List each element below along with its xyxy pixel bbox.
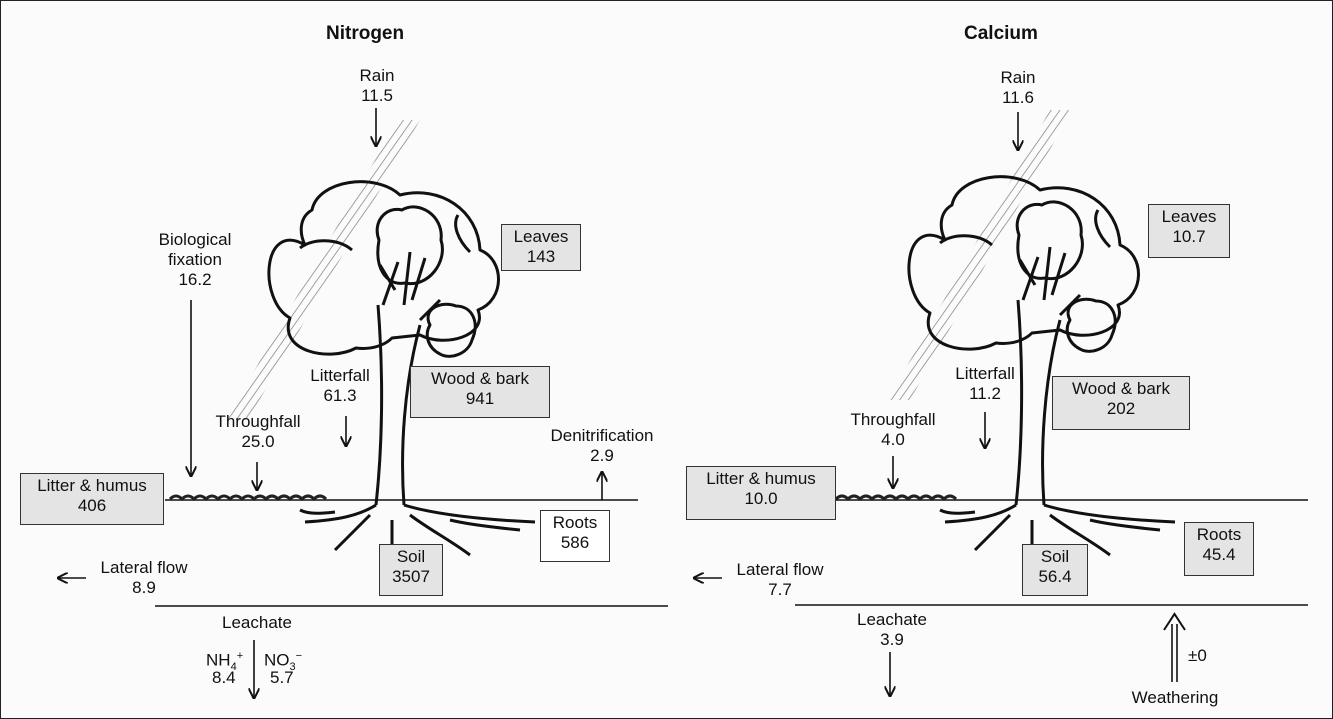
- roots-value: 586: [545, 533, 605, 553]
- nitrogen-throughfall-label: Throughfall 25.0: [198, 412, 318, 452]
- litterfall-value: 11.2: [942, 384, 1028, 404]
- calcium-weathering-value: ±0: [1188, 646, 1207, 666]
- soil-text: Soil: [384, 547, 438, 567]
- calcium-throughfall-label: Throughfall 4.0: [832, 410, 954, 450]
- litter-humus-value: 10.0: [691, 489, 831, 509]
- nitrogen-title: Nitrogen: [326, 24, 404, 44]
- leaves-text: Leaves: [506, 227, 576, 247]
- weathering-arrow: [1164, 614, 1185, 682]
- denitrification-text: Denitrification: [534, 426, 670, 446]
- leaves-text: Leaves: [1153, 207, 1225, 227]
- denitrification-value: 2.9: [534, 446, 670, 466]
- nitrogen-litter-humus-box: Litter & humus 406: [20, 473, 164, 525]
- calcium-lateral-flow-label: Lateral flow 7.7: [722, 560, 838, 600]
- wood-value: 941: [415, 389, 545, 409]
- nitrate-value: 5.7: [270, 668, 294, 688]
- throughfall-text: Throughfall: [832, 410, 954, 430]
- litterfall-text: Litterfall: [942, 364, 1028, 384]
- ammonium-base: NH: [206, 651, 231, 670]
- throughfall-value: 25.0: [198, 432, 318, 452]
- throughfall-text: Throughfall: [198, 412, 318, 432]
- soil-value: 3507: [384, 567, 438, 587]
- rain-band: [888, 110, 1072, 400]
- litter-layer: [170, 496, 326, 499]
- litterfall-text: Litterfall: [300, 366, 380, 386]
- throughfall-value: 4.0: [832, 430, 954, 450]
- soil-value: 56.4: [1027, 567, 1083, 587]
- calcium-wood-box: Wood & bark 202: [1052, 376, 1190, 430]
- nitrate-base: NO: [264, 651, 290, 670]
- nitrogen-litterfall-label: Litterfall 61.3: [300, 366, 380, 406]
- nitrogen-lateral-flow-label: Lateral flow 8.9: [88, 558, 200, 598]
- rain-value: 11.6: [992, 88, 1044, 108]
- ammonium-superscript: +: [237, 650, 243, 662]
- rain-text: Rain: [352, 66, 402, 86]
- fixation-value: 16.2: [140, 270, 250, 290]
- calcium-rain-label: Rain 11.6: [992, 68, 1044, 108]
- roots-text: Roots: [1189, 525, 1249, 545]
- lateral-flow-value: 8.9: [88, 578, 200, 598]
- lateral-flow-value: 7.7: [722, 580, 838, 600]
- fixation-text-1: Biological: [140, 230, 250, 250]
- nitrogen-roots-box: Roots 586: [540, 510, 610, 562]
- ammonium-value: 8.4: [212, 668, 236, 688]
- rain-text: Rain: [992, 68, 1044, 88]
- nitrogen-leachate-label: Leachate: [222, 613, 292, 633]
- leaves-value: 10.7: [1153, 227, 1225, 247]
- roots-text: Roots: [545, 513, 605, 533]
- nitrogen-fixation-label: Biological fixation 16.2: [140, 230, 250, 290]
- calcium-litterfall-label: Litterfall 11.2: [942, 364, 1028, 404]
- leachate-text: Leachate: [844, 610, 940, 630]
- calcium-title: Calcium: [964, 24, 1038, 44]
- leachate-value: 3.9: [844, 630, 940, 650]
- wood-value: 202: [1057, 399, 1185, 419]
- litter-humus-text: Litter & humus: [25, 476, 159, 496]
- wood-text: Wood & bark: [415, 369, 545, 389]
- calcium-soil-box: Soil 56.4: [1022, 544, 1088, 596]
- lateral-flow-text: Lateral flow: [88, 558, 200, 578]
- calcium-roots-box: Roots 45.4: [1184, 522, 1254, 576]
- fixation-text-2: fixation: [140, 250, 250, 270]
- lateral-flow-text: Lateral flow: [722, 560, 838, 580]
- roots-value: 45.4: [1189, 545, 1249, 565]
- nitrogen-wood-box: Wood & bark 941: [410, 366, 550, 418]
- nitrogen-leaves-box: Leaves 143: [501, 224, 581, 271]
- wood-text: Wood & bark: [1057, 379, 1185, 399]
- litterfall-value: 61.3: [300, 386, 380, 406]
- nitrate-superscript: −: [296, 650, 302, 662]
- nitrogen-soil-box: Soil 3507: [379, 544, 443, 596]
- litter-humus-value: 406: [25, 496, 159, 516]
- leaves-value: 143: [506, 247, 576, 267]
- calcium-leachate-label: Leachate 3.9: [844, 610, 940, 650]
- calcium-weathering-label: Weathering: [1120, 688, 1230, 708]
- nitrogen-denitrification-label: Denitrification 2.9: [534, 426, 670, 466]
- nitrogen-rain-label: Rain 11.5: [352, 66, 402, 106]
- calcium-leaves-box: Leaves 10.7: [1148, 204, 1230, 258]
- calcium-litter-humus-box: Litter & humus 10.0: [686, 466, 836, 520]
- rain-value: 11.5: [352, 86, 402, 106]
- soil-text: Soil: [1027, 547, 1083, 567]
- litter-humus-text: Litter & humus: [691, 469, 831, 489]
